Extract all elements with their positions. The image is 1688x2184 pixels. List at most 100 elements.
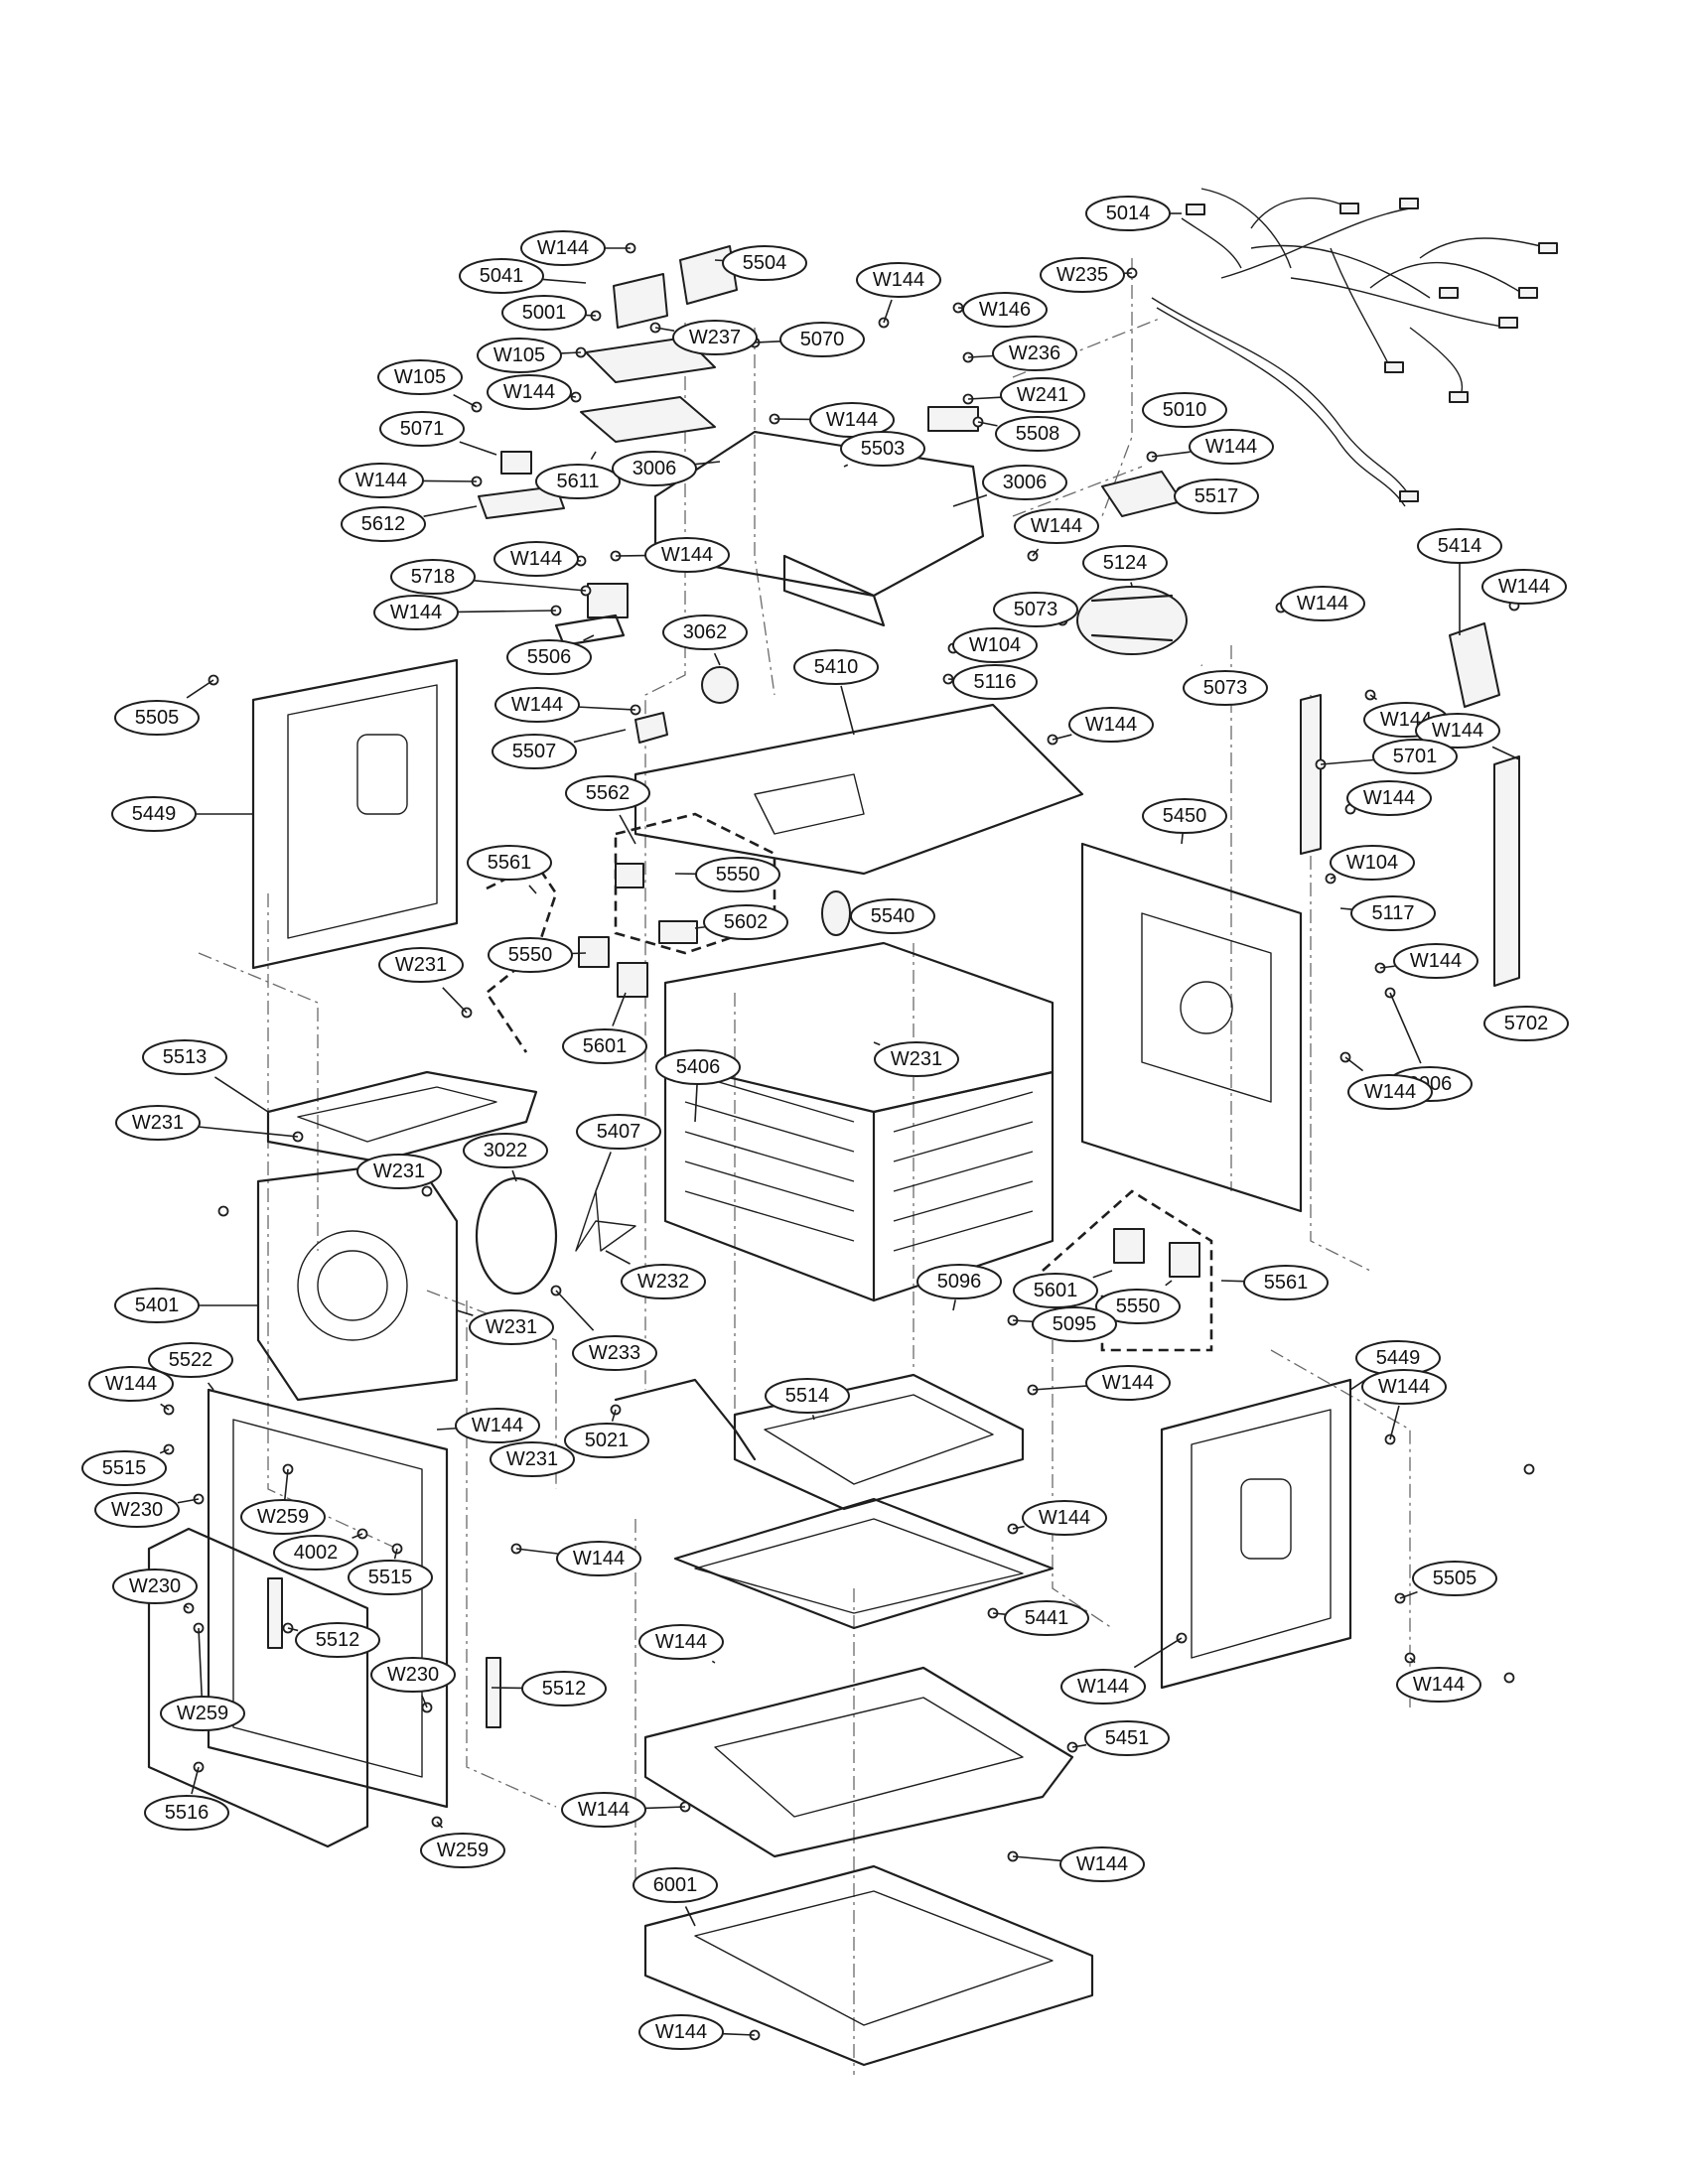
- leader-line: [573, 729, 627, 744]
- callout-5441: 5441: [1004, 1600, 1089, 1636]
- leader-line: [1344, 1056, 1364, 1072]
- callout-text: 5124: [1103, 552, 1148, 574]
- callout-w232: W232: [621, 1264, 706, 1299]
- callout-5601: 5601: [1013, 1273, 1098, 1308]
- callout-bubble: [370, 1657, 456, 1693]
- callout-bubble: [672, 320, 758, 355]
- callout-text: W144: [1076, 1853, 1128, 1875]
- callout-bubble: [638, 2014, 724, 2050]
- callout-bubble: [1417, 528, 1502, 564]
- callout-bubble: [1022, 1500, 1107, 1536]
- callout-w144: W144: [494, 687, 580, 723]
- base-5451-inner: [714, 1697, 1024, 1818]
- leader-line: [1092, 1270, 1113, 1279]
- callout-bubble: [638, 1624, 724, 1660]
- thermostat-3062: [701, 666, 739, 704]
- callout-text: 3006: [1003, 472, 1048, 493]
- leader-line: [1491, 746, 1520, 760]
- callout-text: 5561: [488, 852, 532, 874]
- callout-3006: 3006: [612, 451, 697, 486]
- cavity-left-wall: [663, 1060, 876, 1302]
- callout-5561: 5561: [1243, 1265, 1329, 1300]
- callout-text: 5602: [724, 911, 769, 933]
- callout-bubble: [916, 1264, 1002, 1299]
- callout-w144: W144: [1415, 713, 1500, 749]
- callout-5612: 5612: [341, 506, 426, 542]
- callout-bubble: [1082, 545, 1168, 581]
- callout-5041: 5041: [459, 258, 544, 294]
- callout-text: W144: [1102, 1372, 1154, 1394]
- callout-bubble: [240, 1499, 326, 1535]
- callout-w259: W259: [160, 1696, 245, 1731]
- callout-text: W104: [969, 634, 1021, 656]
- leader-line: [207, 1382, 214, 1391]
- leader-line: [1389, 1405, 1400, 1440]
- callout-text: 5562: [586, 782, 631, 804]
- leader-line: [583, 634, 595, 641]
- callout-bubble: [564, 1423, 649, 1458]
- element-5514: [733, 1373, 1025, 1511]
- callout-text: 5504: [743, 252, 787, 274]
- latch-5414: [1449, 622, 1500, 708]
- callout-bubble: [1032, 1306, 1117, 1342]
- rear-panel-5450-inner: [1141, 912, 1272, 1103]
- callout-bubble: [1350, 895, 1436, 931]
- fan-5124-detail: [1090, 594, 1174, 642]
- callout-w259: W259: [420, 1833, 505, 1868]
- callout-w233: W233: [572, 1335, 657, 1371]
- base-5451: [643, 1666, 1074, 1858]
- callout-5507: 5507: [492, 734, 577, 769]
- callout-w231: W231: [356, 1154, 442, 1189]
- callout-bubble: [1347, 1074, 1433, 1110]
- callout-5514: 5514: [765, 1378, 850, 1414]
- callout-text: 5513: [163, 1046, 208, 1068]
- callout-w230: W230: [94, 1492, 180, 1528]
- leader-line: [1130, 582, 1133, 587]
- callout-bubble: [377, 359, 463, 395]
- leader-line: [711, 1660, 716, 1664]
- leader-line: [459, 441, 497, 456]
- callout-text: 5117: [1371, 902, 1414, 924]
- wiring-5561-right: [1042, 1189, 1213, 1352]
- leader-line: [1369, 694, 1378, 701]
- callout-text: 3006: [633, 458, 677, 479]
- callout-w144: W144: [561, 1792, 646, 1828]
- sensor-5601-right: [1113, 1228, 1145, 1264]
- side-panel-5449-right: [1160, 1378, 1352, 1690]
- callout-w104: W104: [952, 627, 1038, 663]
- callout-bubble: [501, 295, 587, 331]
- callout-bubble: [459, 258, 544, 294]
- callout-bubble: [521, 1671, 607, 1706]
- callout-bubble: [850, 898, 935, 934]
- callout-text: 5073: [1014, 599, 1058, 620]
- callout-5414: 5414: [1417, 528, 1502, 564]
- cover-5517: [1101, 471, 1183, 517]
- leader-line: [213, 1076, 269, 1113]
- callout-w144: W144: [1014, 508, 1099, 544]
- leader-line: [560, 351, 582, 354]
- callout-text: W105: [394, 366, 446, 388]
- terminal-5508: [927, 406, 979, 432]
- callout-text: W104: [1346, 852, 1398, 874]
- callout-text: 5550: [508, 944, 553, 966]
- callout-text: 5010: [1163, 399, 1207, 421]
- callout-text: W231: [395, 954, 447, 976]
- cavity-bottom-5441: [673, 1497, 1055, 1630]
- callout-bubble: [1060, 1669, 1146, 1705]
- callout-bubble: [1004, 1600, 1089, 1636]
- leader-line: [695, 461, 721, 466]
- callout-bubble: [722, 245, 807, 281]
- hinge-5512-right: [486, 1657, 501, 1728]
- callout-w259: W259: [240, 1499, 326, 1535]
- callout-5506: 5506: [506, 639, 592, 675]
- sensor-5550-right: [1169, 1242, 1200, 1278]
- leader-line: [185, 1605, 190, 1609]
- callout-bubble: [633, 1867, 718, 1903]
- callout-w144: W144: [1280, 586, 1365, 621]
- leader-line: [177, 1498, 200, 1504]
- callout-w144: W144: [809, 402, 895, 438]
- callout-bubble: [112, 1569, 198, 1604]
- callout-5401: 5401: [114, 1288, 200, 1323]
- callout-bubble: [765, 1378, 850, 1414]
